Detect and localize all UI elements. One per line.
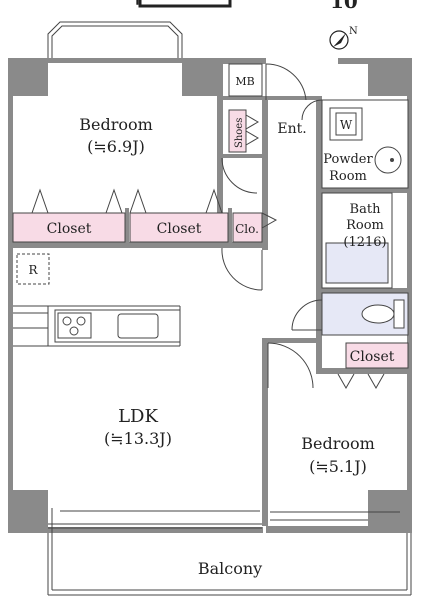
meter-box-label: MB	[235, 75, 254, 88]
shoe-closet-door-2	[245, 130, 259, 146]
ldk-name: LDK	[118, 406, 158, 427]
balcony-label: Balcony	[198, 559, 262, 578]
bath-room-line1: Bath	[350, 202, 382, 217]
closet-1	[12, 212, 126, 243]
shoe-closet-door	[245, 114, 259, 130]
bedroom-1-area: (≒6.9J)	[87, 137, 145, 156]
entrance-label: Ent.	[277, 121, 306, 137]
basin-icon	[374, 146, 402, 174]
meter-box	[228, 63, 263, 97]
compass-north-label: N	[349, 26, 358, 37]
entrance-door	[265, 63, 307, 101]
header-partial-glyphs	[138, 0, 232, 8]
closet-2	[129, 212, 229, 243]
bedroom-1-name: Bedroom	[79, 115, 153, 134]
closet-1-label: Closet	[47, 221, 92, 237]
powder-room-line2: Room	[329, 169, 367, 184]
exterior-walls	[8, 58, 412, 533]
header-partial-number: 10	[330, 0, 358, 13]
closet-4-label: Closet	[350, 349, 395, 365]
closet-4	[345, 342, 409, 369]
ldk-doors	[221, 157, 314, 389]
bath-room-line2: Room	[346, 218, 384, 233]
shoes-closet-label: Shoes	[234, 118, 245, 148]
bath-room-size: (1216)	[343, 235, 386, 250]
bathtub	[325, 242, 389, 284]
washer-label: W	[340, 118, 353, 132]
interior-walls	[8, 96, 412, 526]
refrigerator-label: R	[28, 263, 38, 277]
toilet-icon	[361, 299, 405, 329]
ldk-area: (≒13.3J)	[104, 429, 172, 448]
compass-icon: N	[329, 26, 358, 50]
wet-area-doors	[291, 99, 323, 331]
ldk-window	[48, 519, 368, 529]
powder-room-line1: Powder	[323, 152, 373, 167]
closet-3-label: Clo.	[235, 222, 259, 236]
bedroom-2-name: Bedroom	[301, 434, 375, 453]
closet-2-label: Closet	[157, 221, 202, 237]
closet-doors	[31, 188, 385, 390]
kitchen-counter	[54, 309, 181, 343]
closet-3	[232, 212, 263, 243]
bay-window	[47, 21, 183, 58]
refrigerator-space	[16, 253, 50, 285]
bedroom-2-area: (≒5.1J)	[309, 457, 367, 476]
thin-lines	[13, 305, 412, 596]
